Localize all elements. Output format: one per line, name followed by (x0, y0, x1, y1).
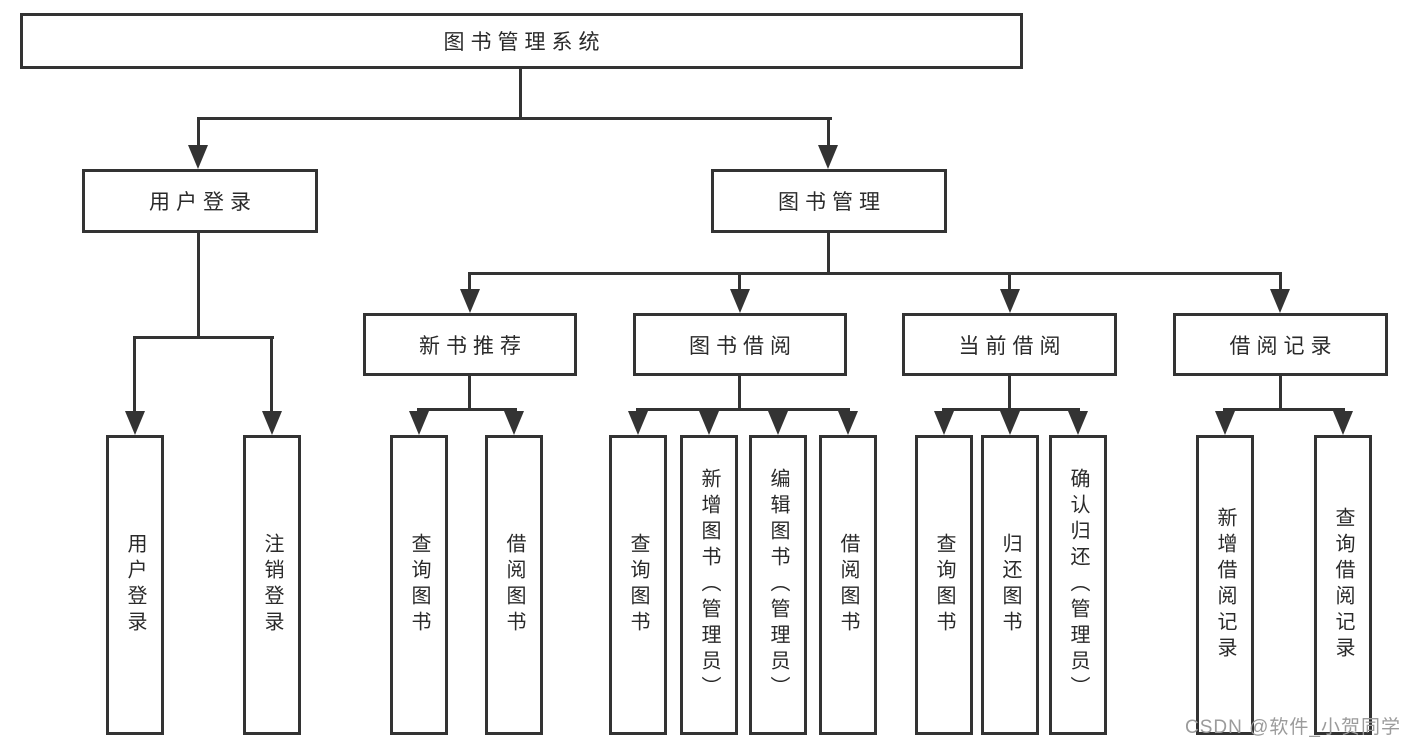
arrow-down-icon (409, 411, 429, 435)
leaf-user-login: 用户登录 (106, 435, 164, 735)
leaf-query-borrow-record: 查询借阅记录 (1314, 435, 1372, 735)
connector-stem-user-login (197, 119, 200, 145)
connector-user-login-hbar (133, 336, 274, 339)
leaf-confirm-return-admin: 确认归还（管理员） (1049, 435, 1107, 735)
leaf-logout: 注销登录 (243, 435, 301, 735)
connector-root-hbar (197, 117, 832, 120)
node-root-library-system: 图书管理系统 (20, 13, 1023, 69)
connector-book-borrow-stem (738, 376, 741, 408)
arrow-down-icon (768, 411, 788, 435)
connector-current-borrow-hbar (942, 408, 1080, 411)
node-new-book-recommend: 新书推荐 (363, 313, 577, 376)
leaf-query-book-recommend: 查询图书 (390, 435, 448, 735)
connector-new-book-stem (468, 376, 471, 408)
connector-book-borrow-hbar (636, 408, 850, 411)
leaf-query-book-borrow: 查询图书 (609, 435, 667, 735)
arrow-down-icon (1333, 411, 1353, 435)
connector-book-management-stem (827, 233, 830, 272)
arrow-down-icon (838, 411, 858, 435)
node-book-management: 图书管理 (711, 169, 947, 233)
leaf-query-book-current: 查询图书 (915, 435, 973, 735)
arrow-down-icon (730, 289, 750, 313)
connector-stem-borrow-record (1279, 275, 1282, 289)
connector-stem-leaf-login (133, 339, 136, 411)
leaf-borrow-book: 借阅图书 (819, 435, 877, 735)
connector-stem-new-book (468, 275, 471, 289)
leaf-return-book: 归还图书 (981, 435, 1039, 735)
arrow-down-icon (1215, 411, 1235, 435)
arrow-down-icon (262, 411, 282, 435)
arrow-down-icon (1000, 289, 1020, 313)
leaf-add-book-admin: 新增图书（管理员） (680, 435, 738, 735)
leaf-edit-book-admin: 编辑图书（管理员） (749, 435, 807, 735)
connector-borrow-record-hbar (1223, 408, 1345, 411)
arrow-down-icon (1068, 411, 1088, 435)
connector-stem-book-management (827, 119, 830, 145)
connector-user-login-stem (197, 233, 200, 336)
connector-borrow-record-stem (1279, 376, 1282, 408)
leaf-borrow-book-recommend: 借阅图书 (485, 435, 543, 735)
connector-root-stem (519, 69, 522, 117)
arrow-down-icon (934, 411, 954, 435)
connector-book-management-hbar (468, 272, 1282, 275)
csdn-watermark: CSDN @软件_小贺同学 (1185, 717, 1401, 738)
leaf-add-borrow-record: 新增借阅记录 (1196, 435, 1254, 735)
connector-new-book-hbar (417, 408, 517, 411)
arrow-down-icon (1270, 289, 1290, 313)
node-current-borrow: 当前借阅 (902, 313, 1117, 376)
arrow-down-icon (460, 289, 480, 313)
connector-stem-leaf-logout (270, 339, 273, 411)
node-user-login: 用户登录 (82, 169, 318, 233)
arrow-down-icon (818, 145, 838, 169)
node-borrow-record: 借阅记录 (1173, 313, 1388, 376)
arrow-down-icon (504, 411, 524, 435)
connector-stem-book-borrow (738, 275, 741, 289)
arrow-down-icon (1000, 411, 1020, 435)
arrow-down-icon (188, 145, 208, 169)
arrow-down-icon (125, 411, 145, 435)
connector-current-borrow-stem (1008, 376, 1011, 408)
node-book-borrow: 图书借阅 (633, 313, 847, 376)
arrow-down-icon (628, 411, 648, 435)
connector-stem-current-borrow (1008, 275, 1011, 289)
arrow-down-icon (699, 411, 719, 435)
